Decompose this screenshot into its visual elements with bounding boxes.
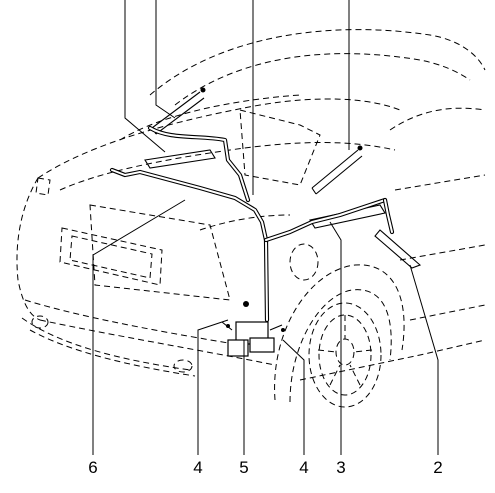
callout-5: 5 <box>239 458 248 477</box>
callout-4-right: 4 <box>299 458 308 477</box>
callout-2: 2 <box>433 458 442 477</box>
callout-6: 6 <box>88 458 97 477</box>
callout-3: 3 <box>336 458 345 477</box>
rear-wheel <box>274 264 405 408</box>
bottom-leader-lines <box>92 199 439 455</box>
callout-4-left: 4 <box>193 458 202 477</box>
pump-assembly <box>221 301 285 357</box>
car-body-outline <box>16 29 486 381</box>
top-leader-lines <box>124 0 350 195</box>
gas-struts <box>144 87 422 269</box>
wiring-harness <box>109 125 395 323</box>
